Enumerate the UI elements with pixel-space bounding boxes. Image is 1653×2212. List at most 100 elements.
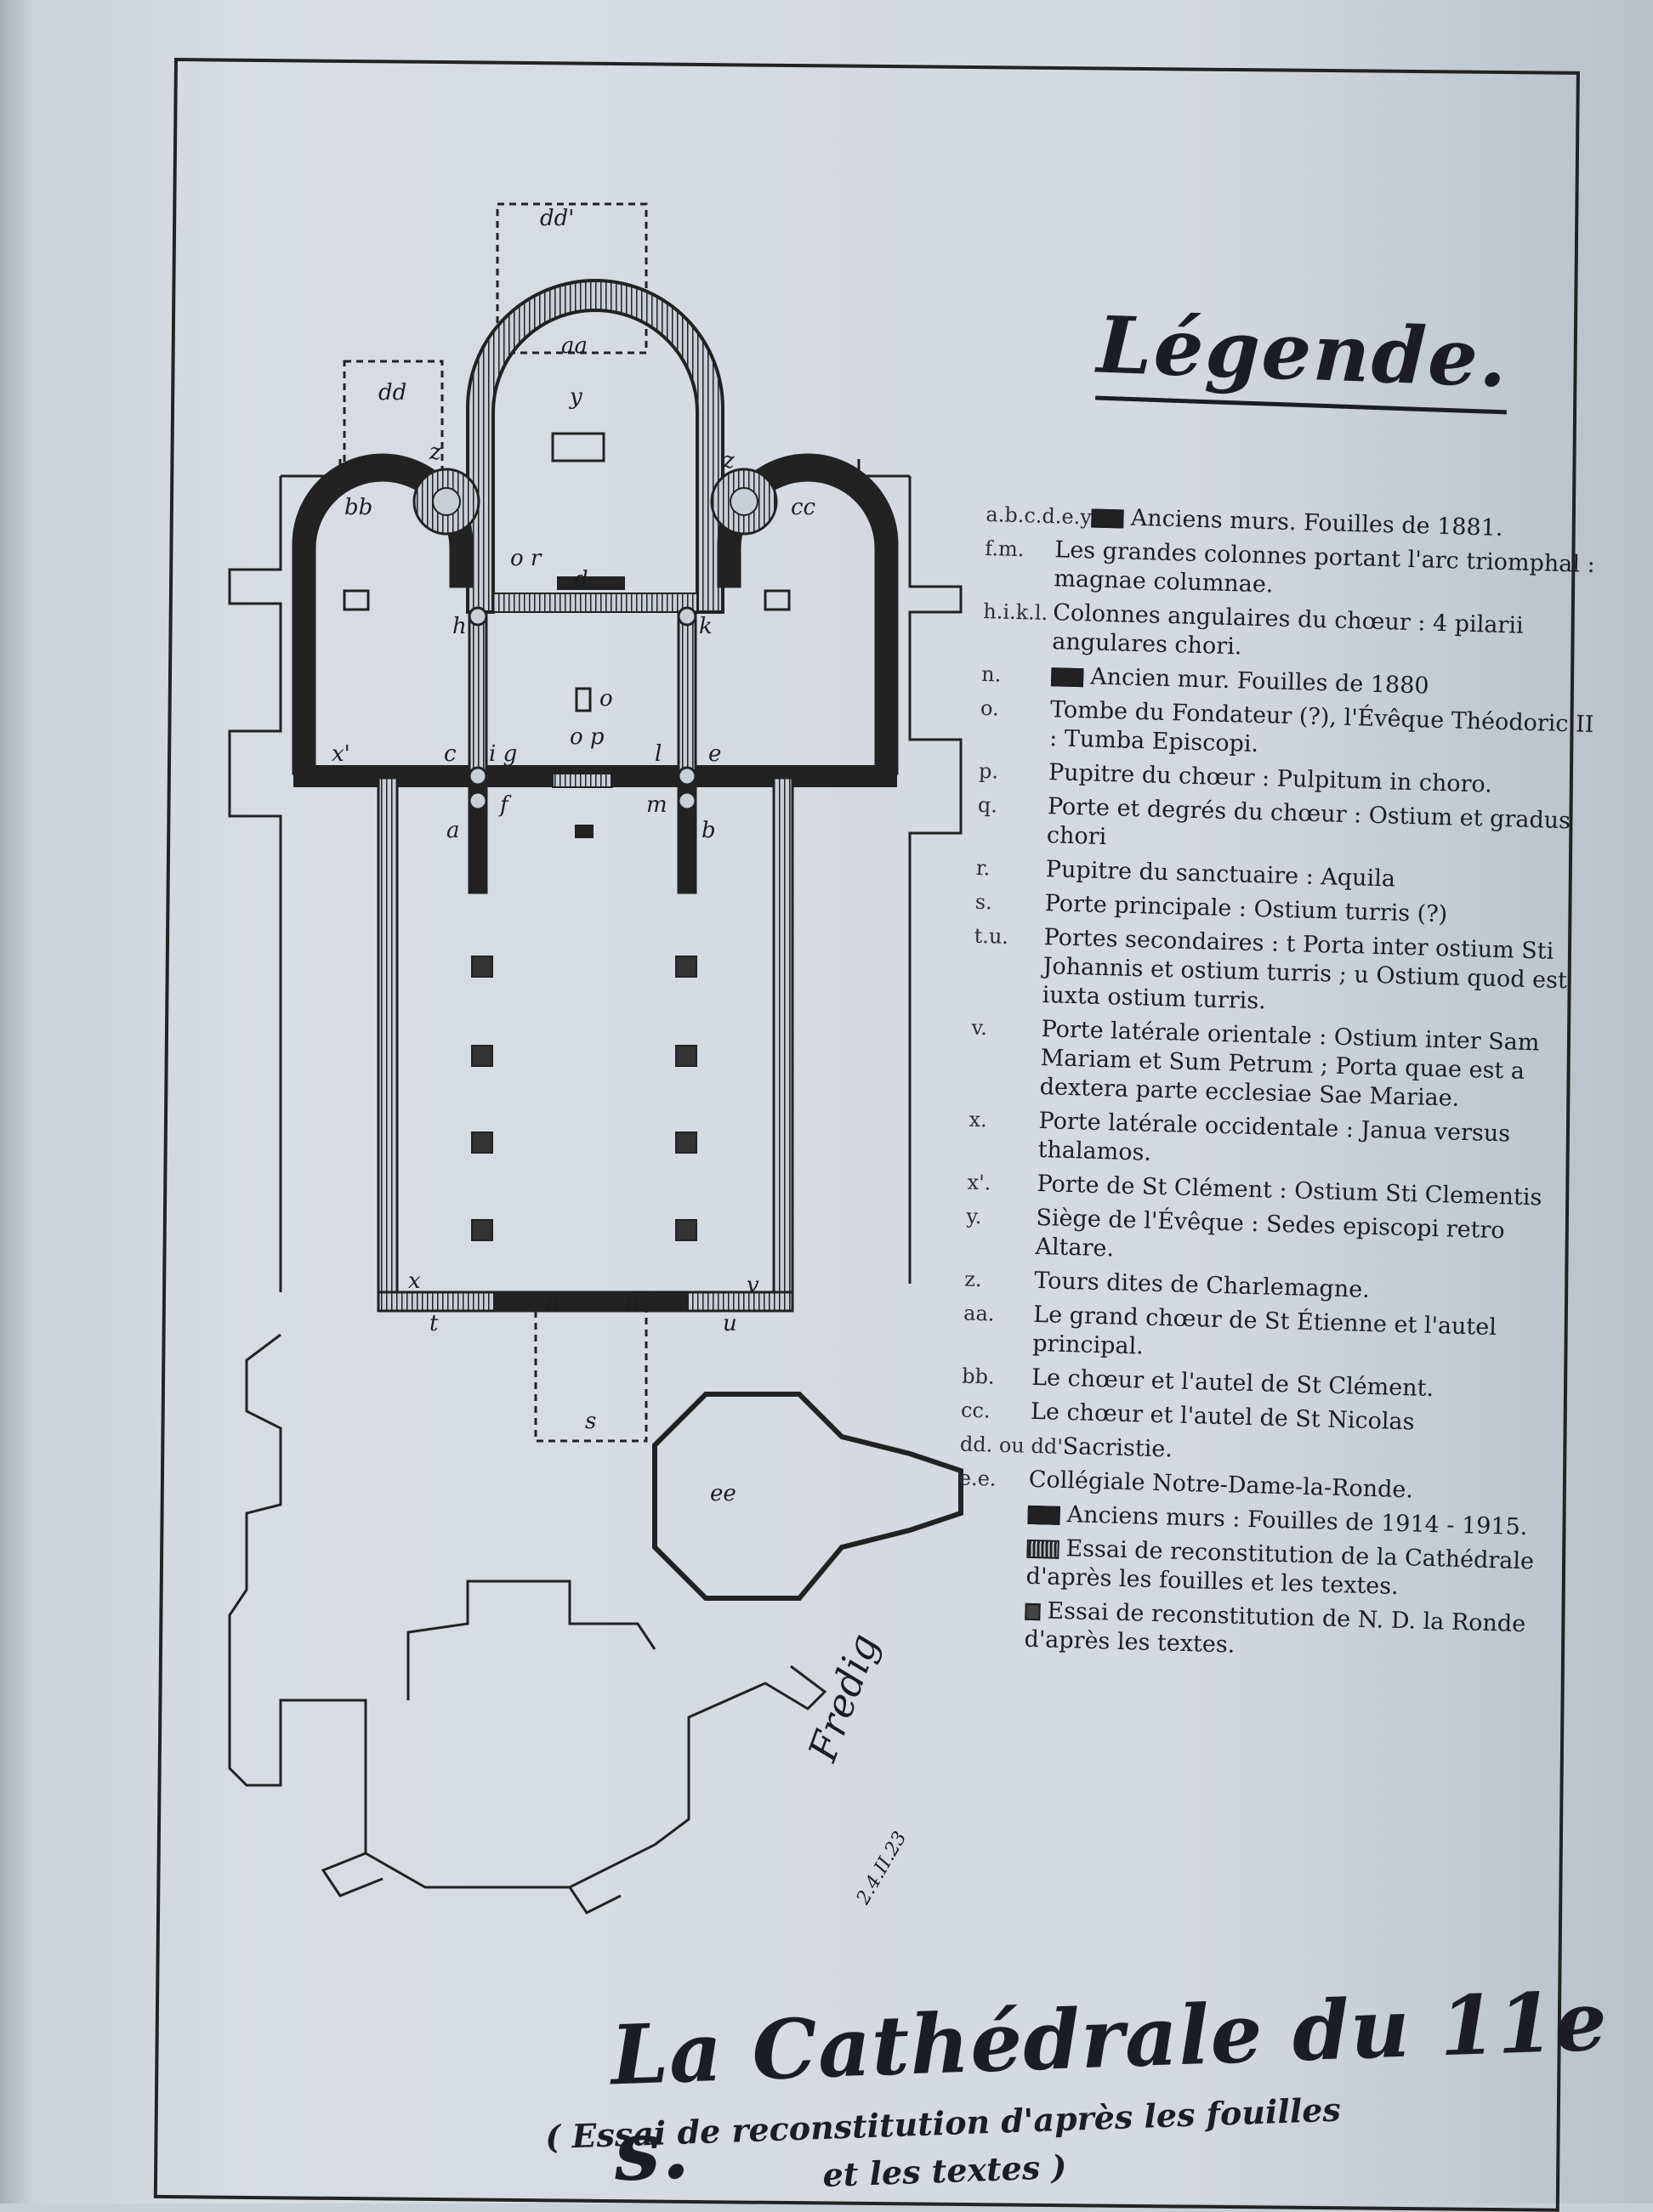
legend-item: v. Porte latérale orientale : Ostium inte…: [969, 1013, 1593, 1117]
label-d: d: [574, 567, 588, 593]
label-s: s: [585, 1409, 596, 1434]
label-dd1: dd': [540, 206, 574, 231]
legend-item: aa.Le grand chœur de St Étienne et l'aut…: [963, 1299, 1585, 1374]
legend-key: x.: [969, 1107, 988, 1132]
choir-steps: [492, 593, 698, 613]
legend-text: Colonnes angulaires du chœur : 4 pilarii…: [1052, 598, 1605, 672]
label-l: l: [655, 741, 662, 767]
legend-item: Essai de reconstitution de N. D. la Rond…: [954, 1594, 1576, 1669]
label-or: o r: [510, 546, 542, 571]
legend-description: Porte latérale occidentale : Janua versu…: [1037, 1108, 1511, 1166]
legend-description: Porte de St Clément : Ostium Sti Clement…: [1037, 1170, 1542, 1211]
legend-key: e.e.: [958, 1466, 997, 1491]
legend-swatch-dark: [1027, 1505, 1060, 1525]
nave-wall-right: [772, 776, 794, 1307]
column-f: [468, 791, 488, 811]
legend-swatch-dark: [1050, 666, 1084, 687]
legend-description: Siège de l'Évêque : Sedes episcopi retro…: [1035, 1204, 1506, 1262]
pulpit-r: [575, 825, 594, 838]
tower-z-right-stair: [730, 487, 758, 516]
legend-description: Ancien mur. Fouilles de 1880: [1089, 663, 1430, 700]
legend-key: a.b.c.d.e.y: [986, 502, 1093, 530]
legend-description: Tombe du Fondateur (?), l'Évêque Théodor…: [1048, 696, 1594, 758]
legend-description: Porte latérale orientale : Ostium inter …: [1039, 1016, 1540, 1112]
legend-description: Sacristie.: [1062, 1432, 1173, 1463]
legend-text: Essai de reconstitution de N. D. la Rond…: [1024, 1597, 1576, 1670]
choir-stair-q: [552, 773, 613, 788]
nave-piers: [471, 956, 697, 1241]
legend-key: dd. ou dd': [959, 1432, 1064, 1459]
legend-text: Portes secondaires : t Porta inter ostiu…: [1042, 923, 1595, 1025]
porch-s: [534, 1311, 648, 1443]
legend-description: Pupitre du chœur : Pulpitum in choro.: [1048, 759, 1493, 798]
legend-key: cc.: [960, 1398, 991, 1423]
legend-key: x'.: [967, 1170, 991, 1195]
legend-description: Anciens murs : Fouilles de 1914 - 1915.: [1066, 1501, 1528, 1541]
legend-item: q. Porte et degrés du chœur : Ostium et g…: [977, 791, 1599, 865]
legend-description: Les grandes colonnes portant l'arc triom…: [1054, 536, 1596, 598]
legend-key: v.: [971, 1015, 988, 1041]
label-ee: ee: [710, 1481, 736, 1506]
label-y: y: [569, 384, 582, 410]
legend-key: bb.: [961, 1364, 995, 1389]
wall-n: [493, 1292, 689, 1311]
legend-key: z.: [964, 1267, 983, 1292]
label-u: u: [723, 1311, 737, 1336]
legend-key: p.: [978, 758, 999, 784]
label-o: o: [599, 686, 613, 712]
wall-d: [557, 576, 625, 590]
legend-description: Porte principale : Ostium turris (?): [1044, 890, 1448, 928]
column-i: [468, 766, 488, 786]
label-m: m: [646, 792, 667, 818]
legend-item: x. Porte latérale occidentale : Janua ver…: [968, 1105, 1590, 1180]
tomb-o: [575, 687, 592, 712]
legend-swatch-dark: [1091, 508, 1125, 529]
legend-item: t.u. Portes secondaires : t Porta inter o…: [972, 922, 1595, 1025]
nave-wall-left: [377, 776, 399, 1307]
legend-text: Tombe du Fondateur (?), l'Évêque Théodor…: [1049, 695, 1602, 769]
label-n-left: n: [546, 1290, 560, 1315]
label-v: v: [747, 1273, 759, 1298]
legend-swatch-small: [1025, 1602, 1041, 1620]
legend-description: Portes secondaires : t Porta inter ostiu…: [1042, 924, 1568, 1015]
label-bb: bb: [344, 495, 372, 520]
legend-key: t.u.: [974, 923, 1009, 949]
legend-text: Le grand chœur de St Étienne et l'autel …: [1032, 1301, 1585, 1374]
legend-text: Les grandes colonnes portant l'arc triom…: [1054, 536, 1606, 609]
legend-item: f.m. Les grandes colonnes portant l'arc t…: [984, 534, 1606, 609]
legend-key: q.: [977, 792, 998, 818]
legend-key: [958, 1498, 1028, 1500]
label-z-left: z: [429, 440, 441, 465]
legend-key: y.: [966, 1204, 982, 1229]
legend-description: Essai de reconstitution de la Cathédrale…: [1025, 1535, 1535, 1601]
label-dd: dd: [378, 380, 406, 406]
legend-key: h.i.k.l.: [982, 598, 1048, 626]
label-x1: x': [332, 741, 350, 767]
legend-description: Pupitre du sanctuaire : Aquila: [1045, 856, 1396, 893]
label-c: c: [444, 741, 457, 767]
column-k: [677, 606, 697, 627]
label-ig: i g: [489, 741, 517, 767]
legend-key: n.: [980, 661, 1002, 687]
column-h: [468, 606, 488, 627]
tower-z-left-stair: [432, 487, 461, 516]
label-h: h: [452, 614, 467, 639]
label-b: b: [702, 818, 716, 843]
label-k: k: [699, 614, 713, 639]
label-f: f: [498, 792, 512, 818]
label-op: o p: [570, 724, 605, 750]
legend-item: y. Siège de l'Évêque : Sedes episcopi ret…: [965, 1202, 1588, 1277]
label-e: e: [708, 741, 721, 767]
legend-description: Le chœur et l'autel de St Clément.: [1031, 1364, 1434, 1403]
legend-item: h.i.k.l.Colonnes angulaires du chœur : 4…: [982, 597, 1605, 672]
altar-main: [551, 432, 605, 462]
legend-key: f.m.: [985, 536, 1025, 562]
main-apse: [466, 279, 724, 614]
legend-text: Porte et degrés du chœur : Ostium et gra…: [1047, 792, 1599, 865]
altar-right: [764, 589, 791, 611]
lower-buildings-outline: [228, 1333, 827, 1914]
legend-key: s.: [974, 889, 993, 915]
legend-description: Collégiale Notre-Dame-la-Ronde.: [1028, 1466, 1414, 1504]
legend-text: Porte latérale orientale : Ostium inter …: [1039, 1015, 1593, 1117]
legend-text: Siège de l'Évêque : Sedes episcopi retro…: [1035, 1204, 1588, 1277]
